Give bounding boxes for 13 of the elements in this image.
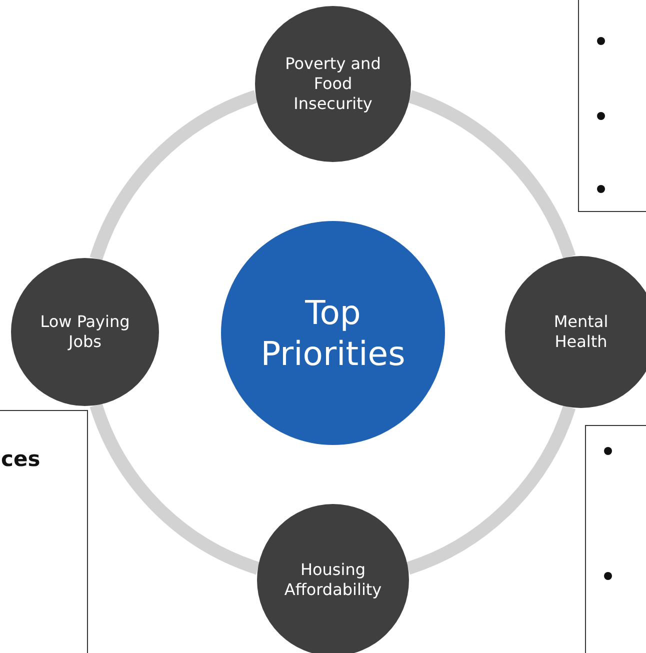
text-box bbox=[578, 0, 646, 212]
node-label: Low Paying Jobs bbox=[39, 312, 131, 352]
text-box bbox=[585, 425, 646, 653]
node-label: Mental Health bbox=[552, 312, 610, 352]
ring-connector bbox=[406, 404, 576, 574]
node-label: Poverty and Food Insecurity bbox=[284, 54, 382, 114]
text-box bbox=[0, 410, 88, 653]
box-heading: ces bbox=[1, 447, 40, 471]
node-label: Housing Affordability bbox=[283, 560, 383, 600]
ring-connector bbox=[90, 402, 260, 574]
ring-connector bbox=[90, 90, 258, 262]
node-label: Top Priorities bbox=[260, 292, 406, 374]
ring-connector bbox=[408, 90, 576, 260]
